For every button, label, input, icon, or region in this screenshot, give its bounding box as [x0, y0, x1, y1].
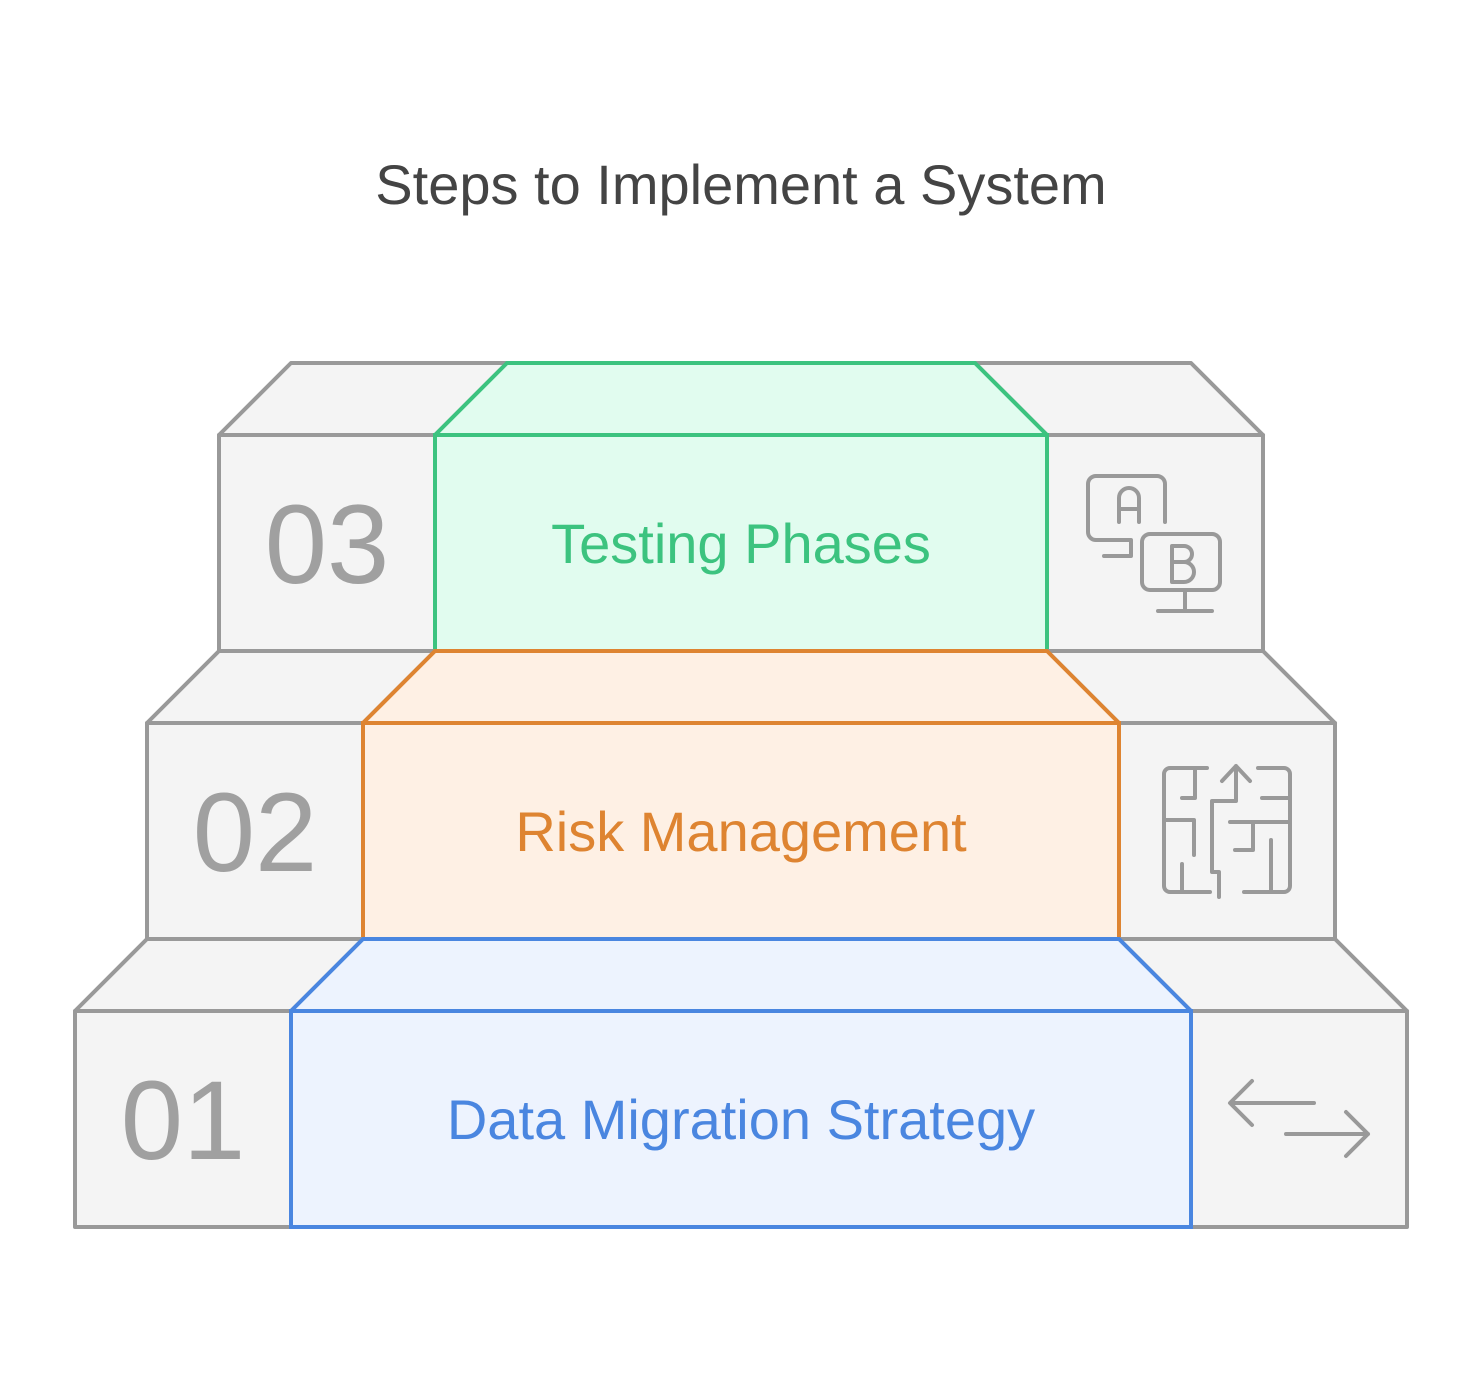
step-3-label: Testing Phases: [551, 512, 931, 575]
step-2-label: Risk Management: [515, 800, 967, 863]
diagram-title: Steps to Implement a System: [375, 153, 1106, 216]
step-3-icon-box: [1045, 433, 1265, 653]
step-3-number-box: [217, 433, 437, 653]
ab-testing-icon: [1086, 474, 1222, 613]
step-1-top: [289, 937, 1193, 1013]
step-1-number-box: [73, 1009, 293, 1229]
step-1: 01 Data Migration Strategy: [73, 937, 1409, 1229]
step-2-icon-box: [1117, 721, 1337, 941]
step-2: 02 Risk Management: [145, 649, 1337, 941]
step-2-number: 02: [193, 770, 318, 895]
step-2-label-box: [361, 721, 1121, 941]
bidirectional-arrows-icon: [1228, 1079, 1370, 1158]
step-3: 03 Testing Phases: [217, 361, 1265, 653]
step-2-number-box: [145, 721, 365, 941]
maze-icon: [1162, 764, 1292, 899]
step-3-number: 03: [265, 482, 390, 607]
step-3-top: [433, 361, 1049, 437]
step-1-number: 01: [121, 1058, 246, 1183]
step-2-top: [361, 649, 1121, 725]
step-1-label: Data Migration Strategy: [447, 1088, 1035, 1151]
step-1-label-box: [289, 1009, 1193, 1229]
step-1-icon-box: [1189, 1009, 1409, 1229]
